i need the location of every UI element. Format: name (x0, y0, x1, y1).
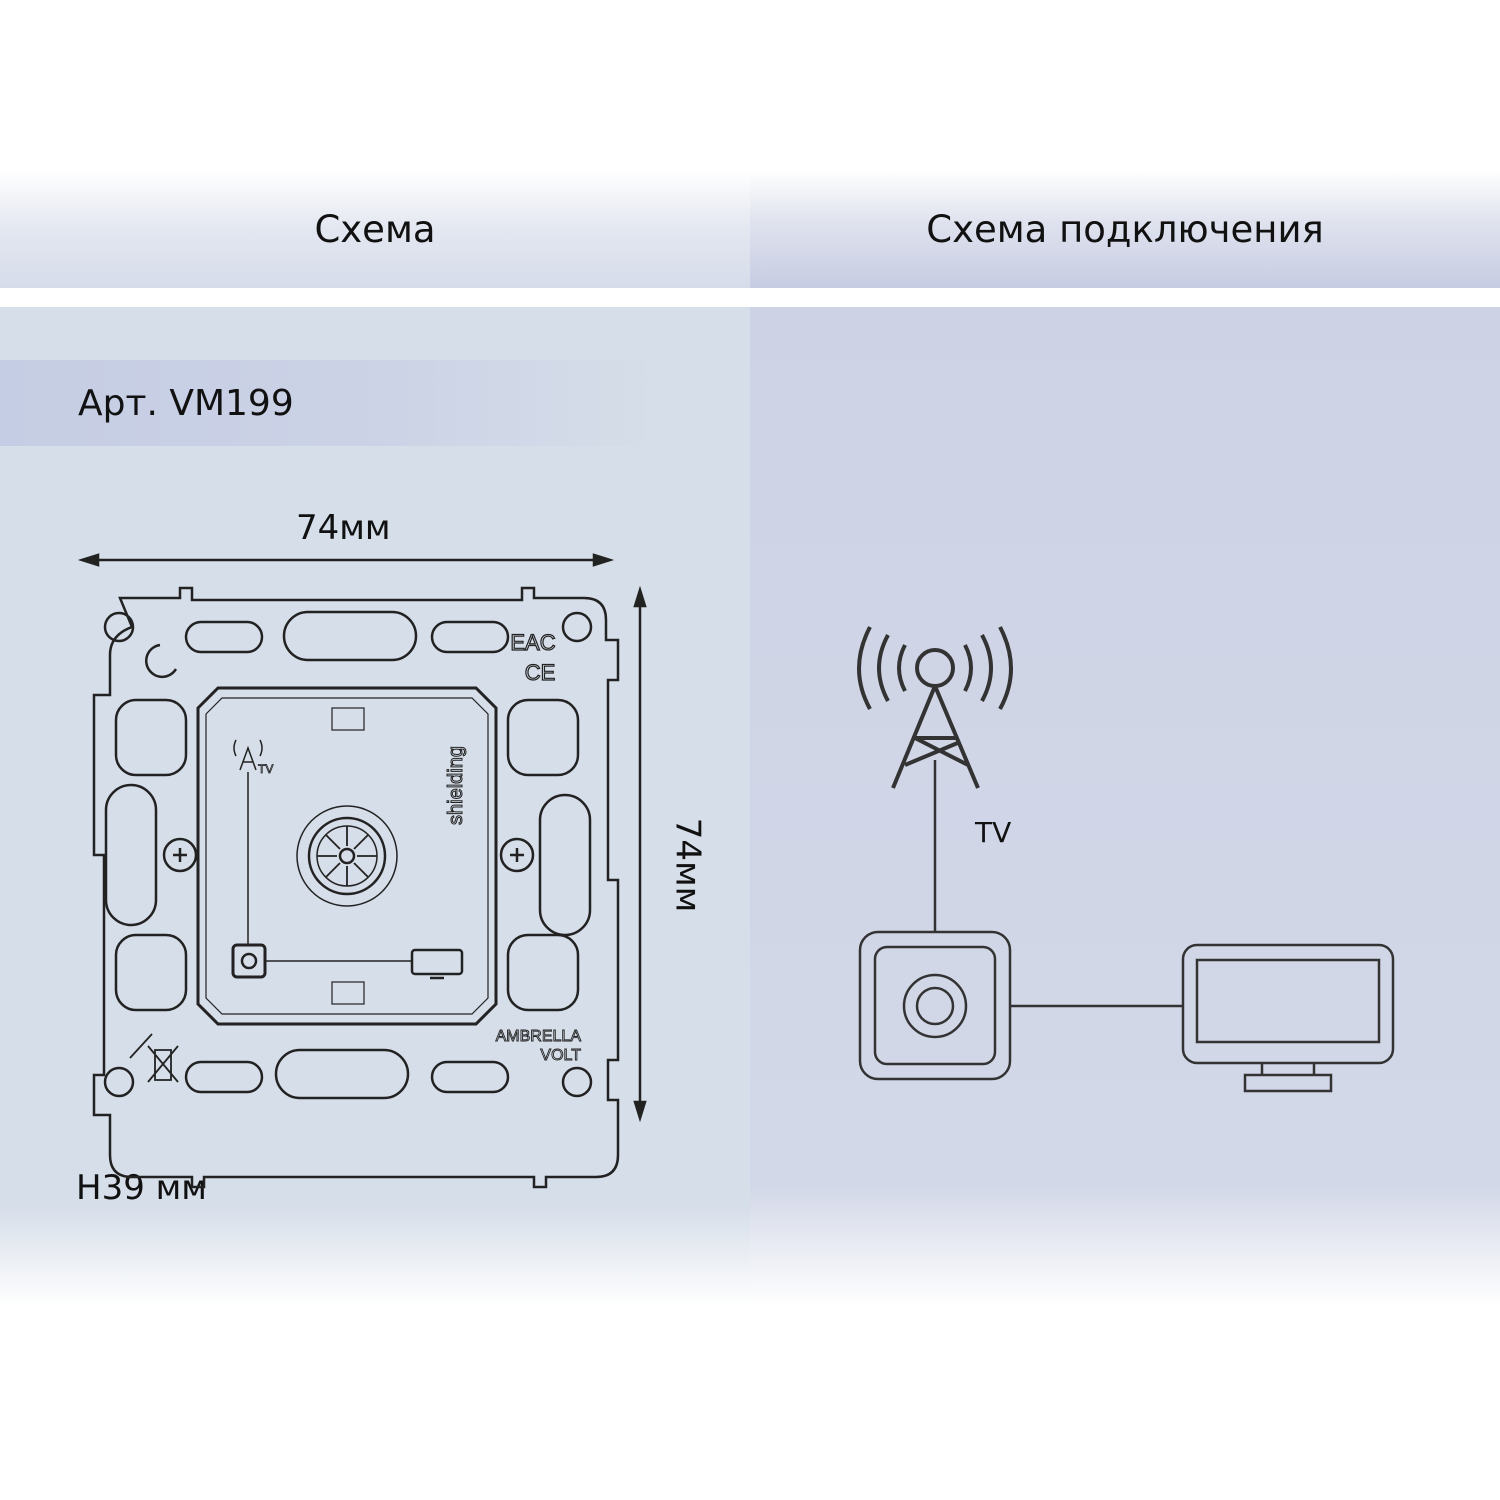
width-dimension: 74мм (296, 508, 391, 548)
brand-line2: VOLT (540, 1047, 581, 1064)
depth-dimension: H39 мм (76, 1168, 207, 1208)
tv-socket-icon (858, 930, 1012, 1081)
tv-monitor-icon (1181, 943, 1395, 1093)
header-schema: Схема (0, 170, 750, 288)
shielding-mark: shielding (445, 746, 467, 825)
brand-line1: AMBRELLA (496, 1028, 582, 1045)
article-number: Арт. VM199 (78, 382, 294, 424)
antenna-icon (857, 626, 1013, 789)
height-arrow (633, 585, 647, 1123)
connection-panel (750, 307, 1500, 1307)
eac-mark: EAC (510, 630, 555, 655)
schema-panel (0, 307, 750, 1307)
ce-mark: CE (525, 660, 556, 685)
tv-mark: TV (258, 762, 273, 776)
antenna-label: TV (975, 816, 1012, 849)
width-arrow (77, 553, 615, 567)
device-frame-drawing: CE EAC TV shielding AMBRELLA VOLT (92, 586, 620, 1189)
header-right-title: Схема подключения (926, 207, 1324, 251)
header-left-title: Схема (314, 207, 436, 251)
article-banner: Арт. VM199 (0, 360, 660, 446)
header-connection: Схема подключения (750, 170, 1500, 288)
